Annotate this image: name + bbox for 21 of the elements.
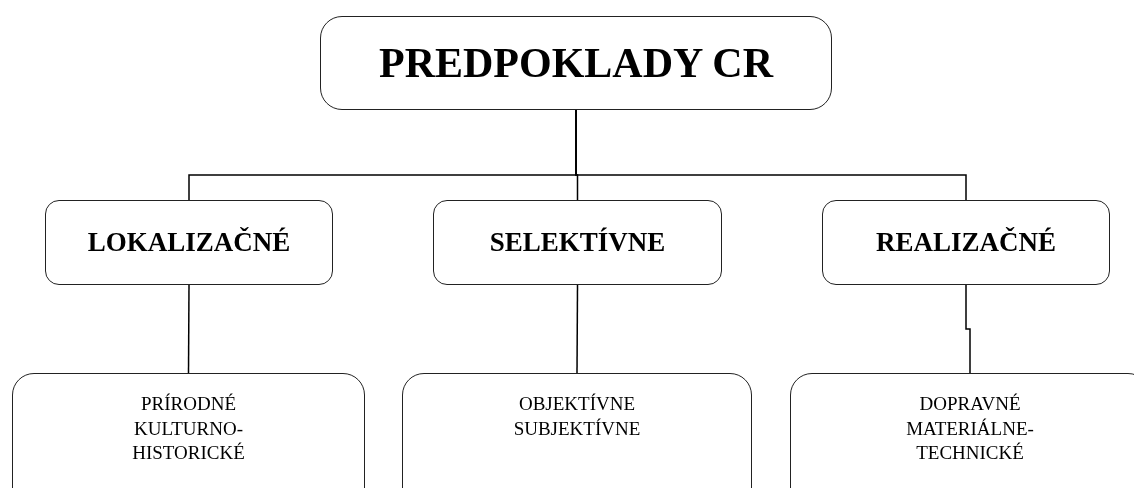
box-label: DOPRAVNÉ bbox=[919, 392, 1021, 416]
box-label: LOKALIZAČNÉ bbox=[87, 225, 291, 259]
connector-line bbox=[965, 284, 971, 374]
box-label: OBJEKTÍVNE bbox=[518, 392, 636, 416]
box-label: MATERIÁLNE-TECHNICKÉ bbox=[905, 416, 1035, 466]
box-label: PRÍRODNÉ bbox=[141, 392, 236, 416]
text-box bbox=[320, 16, 832, 110]
text-box bbox=[45, 200, 333, 285]
box-label: REALIZAČNÉ bbox=[875, 225, 1056, 259]
box-label: KULTURNO-HISTORICKÉ bbox=[131, 416, 246, 466]
text-box bbox=[12, 373, 365, 488]
box-label: PREDPOKLADY CR bbox=[379, 38, 773, 88]
box-label: SELEKTÍVNE bbox=[489, 225, 666, 259]
text-box bbox=[402, 373, 752, 488]
box-label: SUBJEKTÍVNE bbox=[513, 416, 641, 441]
text-box bbox=[790, 373, 1134, 488]
text-box bbox=[433, 200, 722, 285]
connector-line bbox=[575, 109, 967, 201]
connector-line bbox=[576, 284, 579, 374]
connector-line bbox=[187, 284, 190, 374]
text-box bbox=[822, 200, 1110, 285]
